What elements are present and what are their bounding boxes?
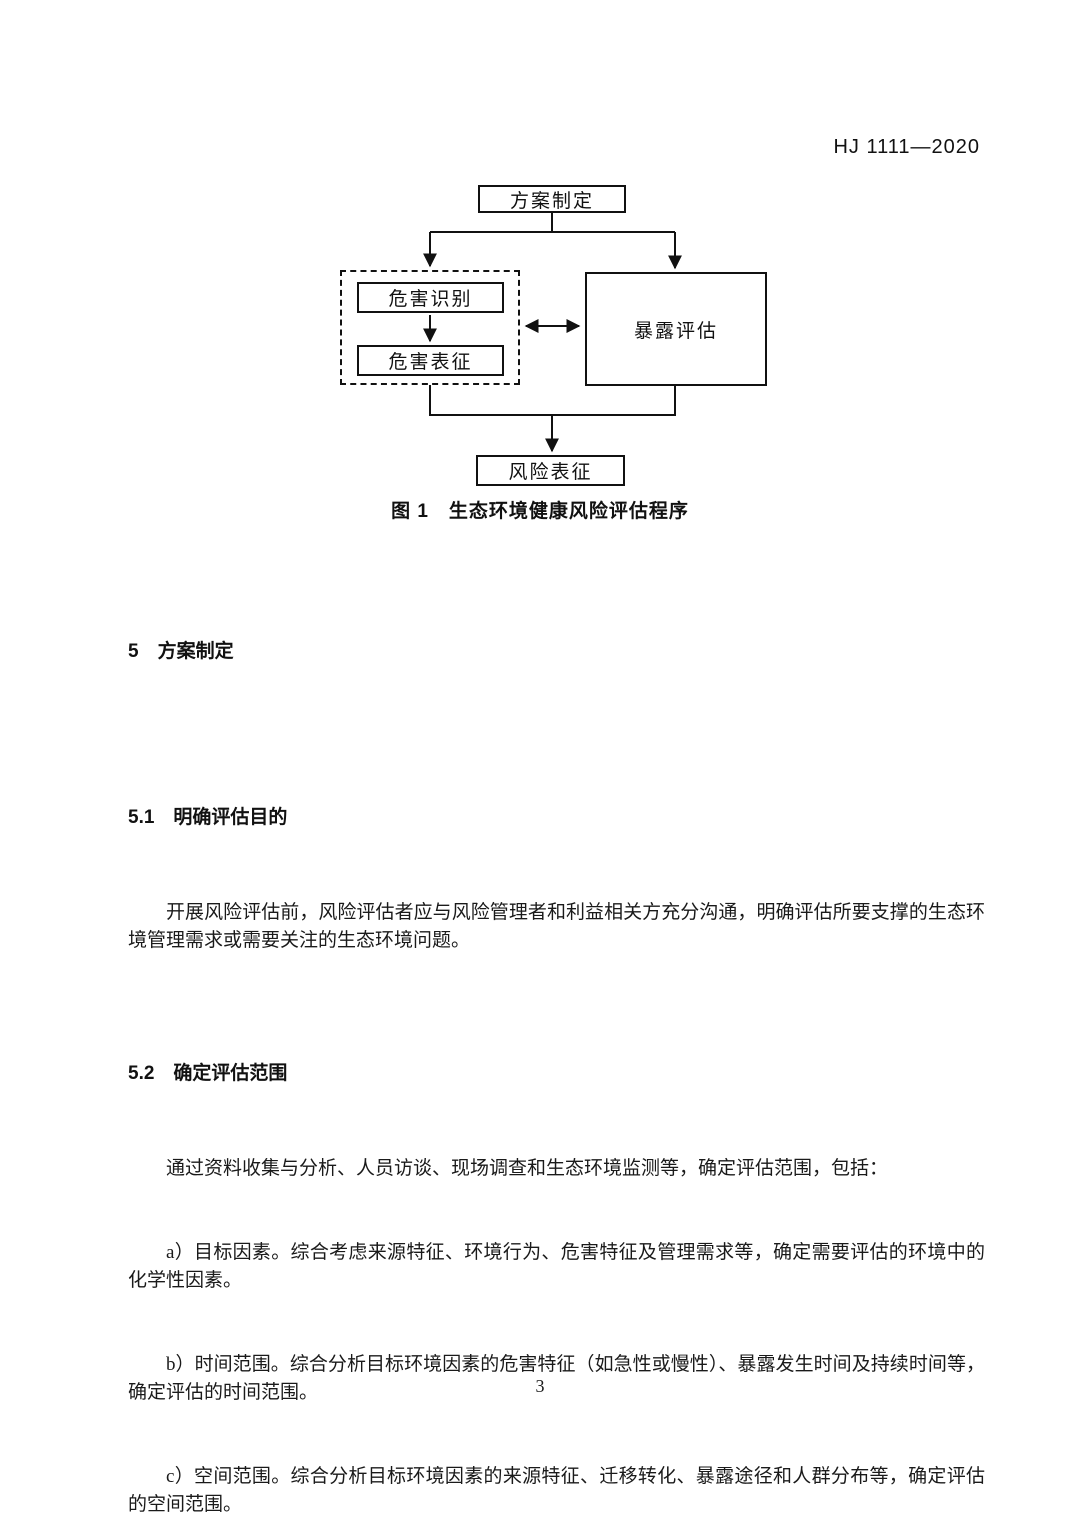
paragraph-list-item-a: a）目标因素。综合考虑来源特征、环境行为、危害特征及管理需求等，确定需要评估的环… (128, 1242, 985, 1291)
doc-number: HJ 1111—2020 (833, 136, 980, 158)
heading-5-2: 5.2 确定评估范围 (128, 1063, 288, 1084)
page-number: 3 (535, 1376, 545, 1396)
figure-caption: 图 1 生态环境健康风险评估程序 (391, 501, 689, 522)
flowchart-box-exposure-assessment: 暴露评估 (585, 272, 767, 386)
flowchart-box-hazard-identification: 危害识别 (357, 282, 504, 313)
flowchart-connectors (423, 213, 682, 453)
document-body: 5 方案制定 5.1 明确评估目的 开展风险评估前，风险评估者应与风险管理者和利… (128, 547, 985, 1527)
paragraph: 开展风险评估前，风险评估者应与风险管理者和利益相关方充分沟通，明确评估所要支撑的… (128, 902, 985, 951)
figure-flowchart: 方案制定 危害识别 危害表征 暴露评估 风险表征 (0, 180, 1080, 495)
heading-5-1: 5.1 明确评估目的 (128, 807, 288, 828)
heading-5: 5 方案制定 (128, 641, 234, 662)
flowchart-box-plan: 方案制定 (478, 185, 626, 213)
flowchart-dashed-group (340, 270, 520, 385)
paragraph-list-item-c: c）空间范围。综合分析目标环境因素的来源特征、迁移转化、暴露途径和人群分布等，确… (128, 1466, 985, 1515)
flowchart-box-risk-characterization: 风险表征 (476, 455, 625, 486)
paragraph-list-item-b: b）时间范围。综合分析目标环境因素的危害特征（如急性或慢性）、暴露发生时间及持续… (128, 1354, 985, 1403)
paragraph: 通过资料收集与分析、人员访谈、现场调查和生态环境监测等，确定评估范围，包括： (166, 1158, 889, 1179)
flowchart-box-hazard-characterization: 危害表征 (357, 345, 504, 376)
